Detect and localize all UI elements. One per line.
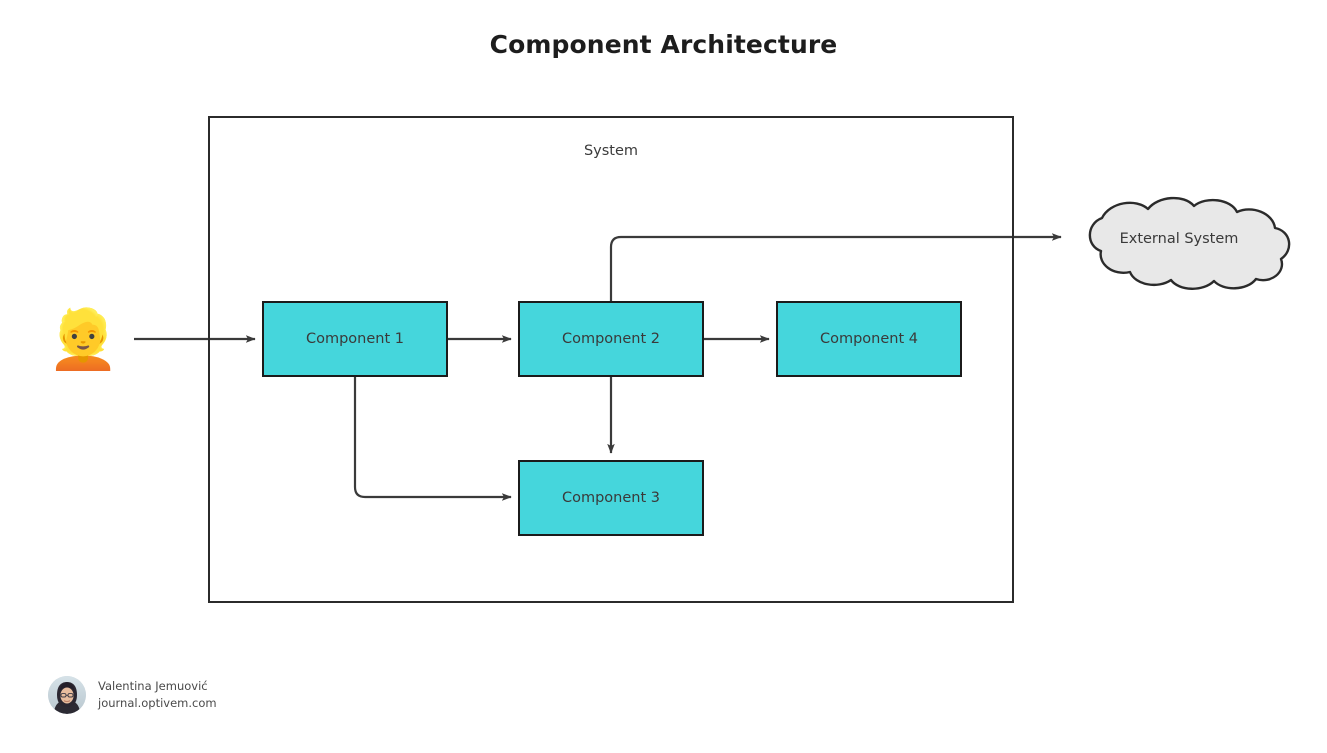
system-boundary-label: System: [583, 143, 639, 159]
credit-site-url[interactable]: journal.optivem.com: [98, 695, 217, 710]
node-component-2[interactable]: Component 2: [518, 301, 704, 377]
credit-text: Valentina Jemuović journal.optivem.com: [98, 679, 217, 710]
node-component-4-label: Component 4: [819, 330, 919, 347]
node-component-4[interactable]: Component 4: [776, 301, 962, 377]
system-boundary: [208, 116, 1014, 603]
node-component-1[interactable]: Component 1: [262, 301, 448, 377]
node-component-2-label: Component 2: [561, 330, 661, 347]
actor-person-icon: 👱: [47, 305, 120, 373]
footer-credit: Valentina Jemuović journal.optivem.com: [48, 676, 217, 714]
page-title: Component Architecture: [489, 30, 838, 59]
credit-author-name: Valentina Jemuović: [98, 679, 208, 694]
external-system-cloud: [1088, 196, 1291, 290]
edge-component-1-to-component-3: [353, 377, 512, 501]
edge-component-2-to-external-system: [609, 233, 1062, 301]
node-component-1-label: Component 1: [305, 330, 405, 347]
avatar: [48, 676, 86, 714]
node-component-3[interactable]: Component 3: [518, 460, 704, 536]
node-component-3-label: Component 3: [561, 489, 661, 506]
